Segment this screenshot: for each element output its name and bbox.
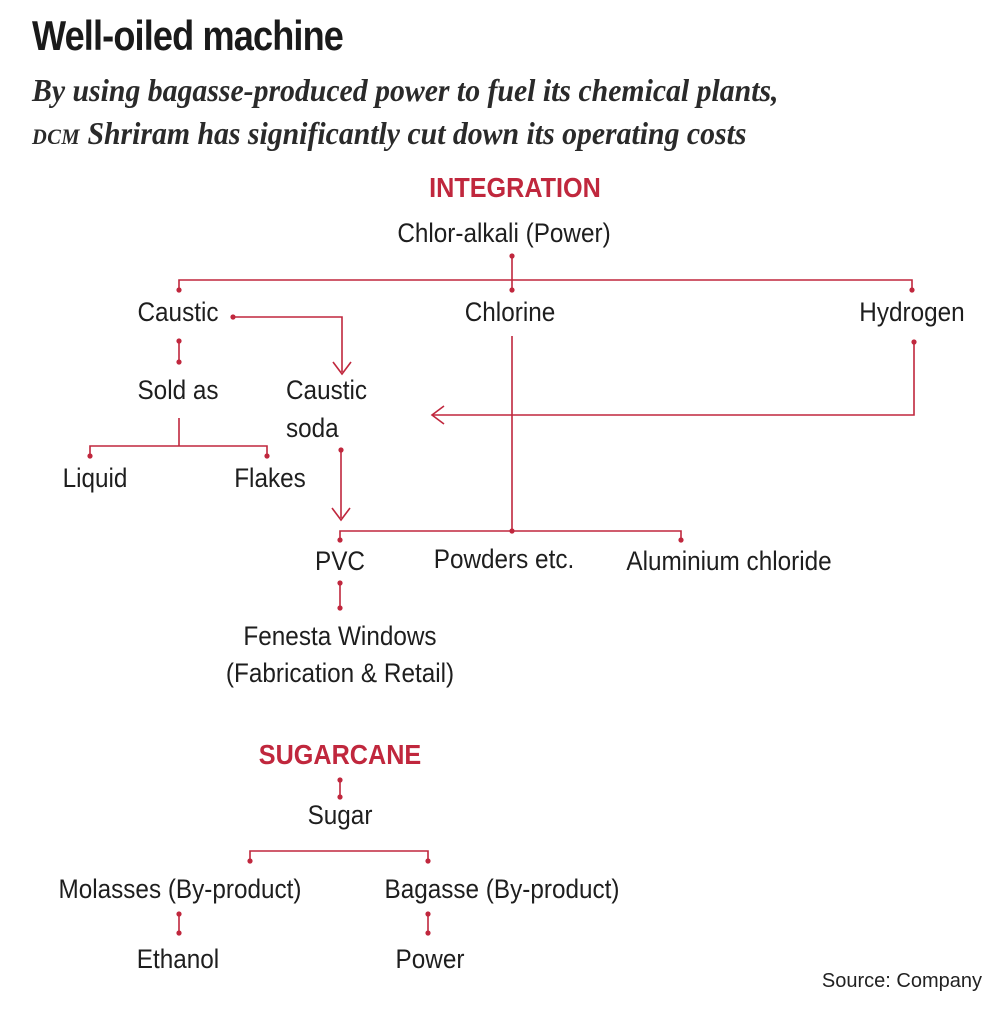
connector-sugar-bracket	[249, 850, 429, 861]
connector-soldas-bracket	[89, 445, 268, 456]
node-liquid: Liquid	[62, 463, 128, 493]
node-hydrogen: Hydrogen	[859, 297, 965, 327]
connector-caustic-to-soda	[233, 316, 343, 372]
subtitle-company-prefix: DCM	[32, 124, 81, 149]
node-caustic: Caustic	[137, 297, 219, 327]
node-sold-as: Sold as	[137, 375, 219, 405]
node-bagasse: Bagasse (By-product)	[384, 874, 620, 904]
node-power: Power	[395, 944, 465, 974]
node-molasses: Molasses (By-product)	[58, 874, 302, 904]
connector-hydrogen-to-soda	[432, 342, 915, 416]
source-credit: Source: Company	[821, 970, 982, 992]
node-chlorine: Chlorine	[464, 297, 556, 327]
node-pvc: PVC	[315, 546, 365, 576]
arrowhead-pvc	[331, 507, 351, 522]
node-fenesta-line-2: (Fabrication & Retail)	[225, 658, 455, 688]
arrowhead-hydrogen	[430, 405, 445, 425]
page-title: Well-oiled machine	[32, 12, 344, 59]
node-caustic-soda-line-1: Caustic	[286, 375, 368, 405]
node-flakes: Flakes	[234, 463, 306, 493]
node-ethanol: Ethanol	[136, 944, 220, 974]
node-powders: Powders etc.	[433, 544, 575, 574]
subtitle-line-1: By using bagasse-produced power to fuel …	[32, 72, 779, 108]
node-fenesta-line-1: Fenesta Windows	[243, 621, 437, 651]
sugarcane-heading: SUGARCANE	[258, 739, 422, 770]
arrowhead-caustic-soda	[332, 361, 352, 376]
node-aluminium-chloride: Aluminium chloride	[626, 546, 832, 576]
integration-heading: INTEGRATION	[429, 172, 601, 203]
node-chlor-alkali: Chlor-alkali (Power)	[397, 218, 611, 248]
connector-root-bracket	[178, 279, 913, 290]
subtitle-line-2: DCM Shriram has significantly cut down i…	[32, 115, 925, 152]
node-sugar: Sugar	[307, 800, 373, 830]
node-caustic-soda-line-2: soda	[286, 413, 339, 443]
subtitle-line-2-text: Shriram has significantly cut down its o…	[87, 115, 747, 151]
